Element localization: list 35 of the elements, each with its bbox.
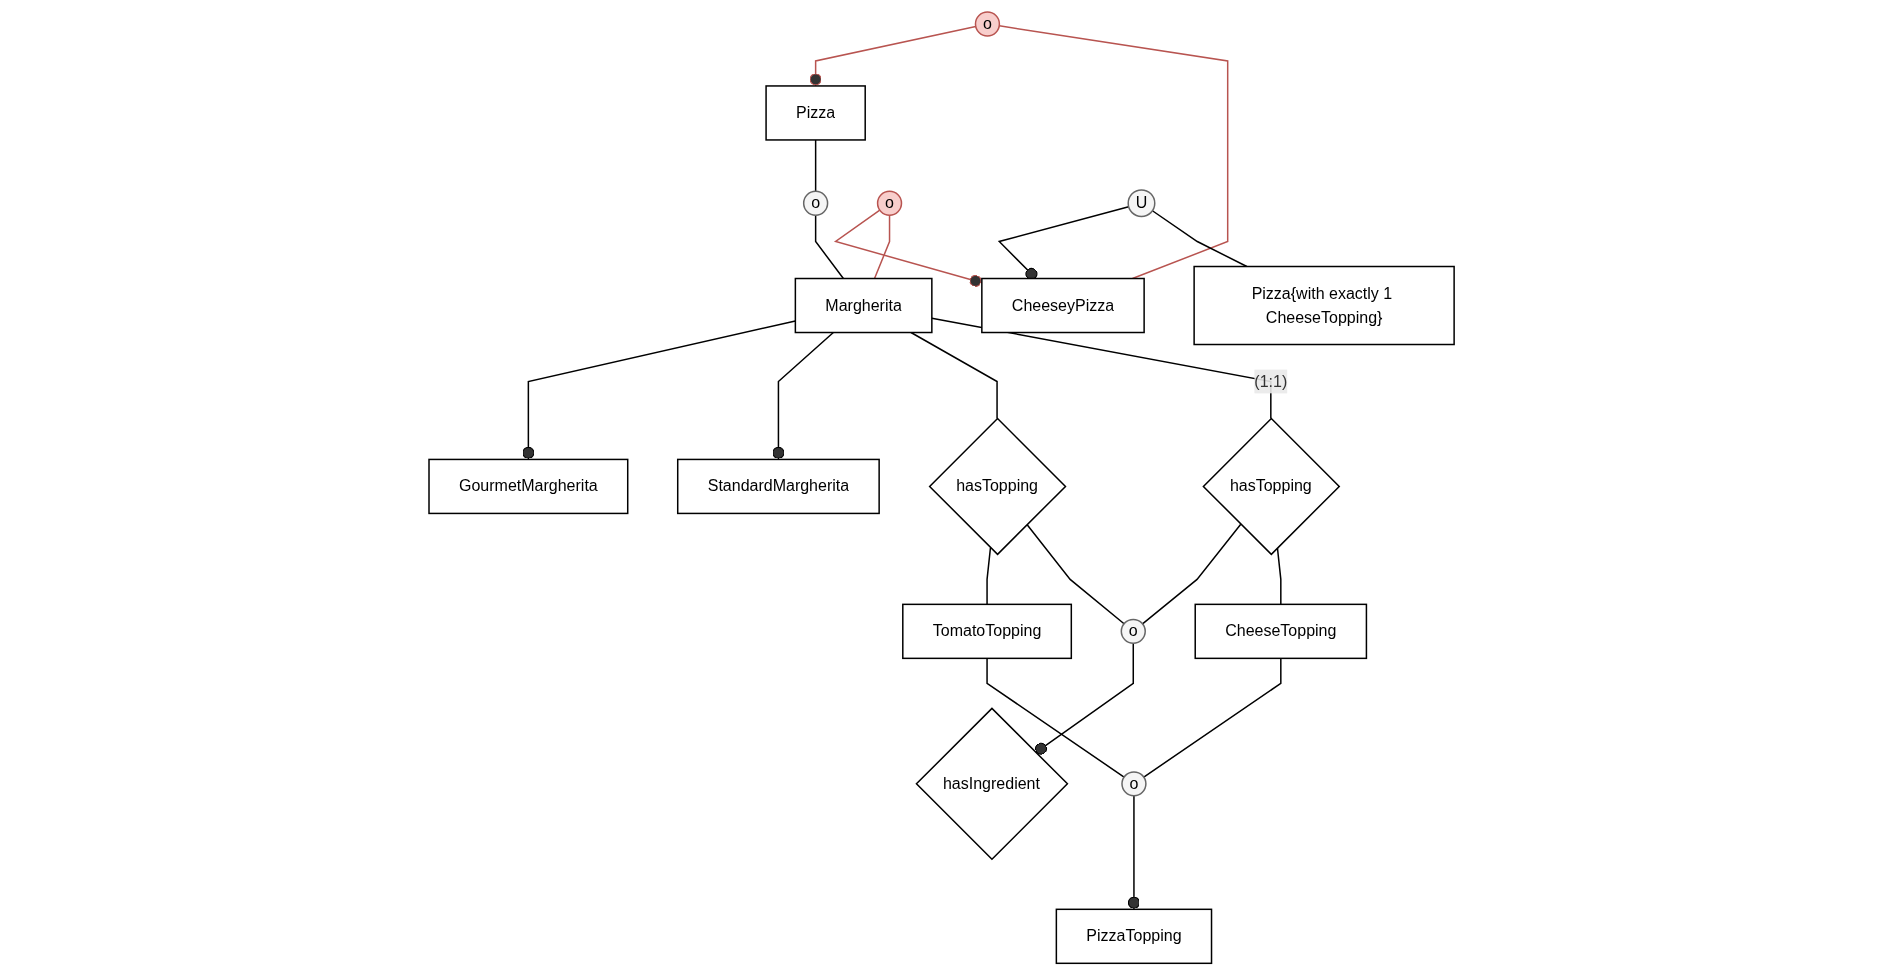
- node-box: PizzaTopping: [1055, 908, 1213, 965]
- node-circle: U: [1127, 189, 1156, 218]
- connector: [986, 657, 1125, 779]
- connector: [1026, 524, 1125, 625]
- node-diamond: hasTopping: [1202, 417, 1341, 556]
- node-box: Pizza{with exactly 1 CheeseTopping}: [1193, 266, 1455, 346]
- connector: [986, 547, 992, 606]
- node-diamond: hasIngredient: [915, 707, 1069, 861]
- node-box: Pizza: [765, 85, 866, 142]
- connector: [873, 214, 891, 280]
- node-circle: o: [802, 190, 829, 217]
- connector: [1141, 523, 1242, 625]
- node-box: CheeseyPizza: [981, 278, 1145, 334]
- connector: [833, 209, 983, 288]
- connector: [772, 332, 835, 461]
- node-circle: o: [1121, 771, 1147, 797]
- connector: [1276, 547, 1282, 606]
- connector: [998, 25, 1229, 280]
- node-circle: o: [1120, 619, 1146, 645]
- node-box: TomatoTopping: [902, 603, 1072, 660]
- node-circle: o: [974, 11, 1001, 38]
- node-diamond: hasTopping: [928, 417, 1067, 556]
- connector: [814, 139, 817, 193]
- node-box: StandardMargherita: [676, 459, 880, 515]
- connector: [814, 214, 845, 280]
- node-box: Margherita: [794, 278, 933, 334]
- connector: [1151, 210, 1248, 268]
- connector: [1034, 642, 1134, 756]
- connector: [1127, 795, 1140, 911]
- node-box: GourmetMargherita: [428, 459, 629, 515]
- edge-label: (1:1): [1254, 372, 1288, 390]
- node-box: CheeseTopping: [1194, 603, 1368, 660]
- connector: [910, 332, 998, 420]
- connector: [1143, 657, 1282, 779]
- node-circle: o: [876, 190, 903, 217]
